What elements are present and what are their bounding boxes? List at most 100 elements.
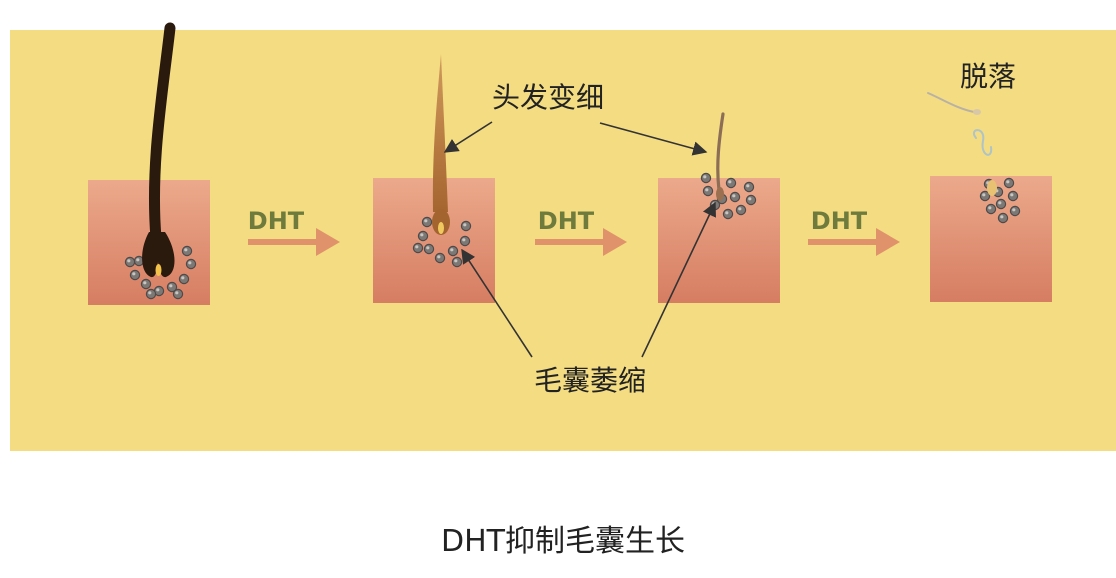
follicle-cell-highlight [156, 288, 160, 292]
follicle-cell [178, 273, 190, 285]
follicle-cell-highlight [132, 272, 136, 276]
follicle-cell [1009, 205, 1021, 217]
follicle-cell-highlight [988, 206, 992, 210]
follicle-cell-highlight [188, 261, 192, 265]
thick-hair-shaft [148, 22, 176, 244]
follicle-cell [460, 220, 472, 232]
miniaturized-hair-shaft [716, 112, 725, 192]
pointer-thinning-to-hair-2 [443, 121, 493, 153]
follicle-cell [417, 230, 429, 242]
follicle-cell-highlight [1010, 193, 1014, 197]
follicle-cell-highlight [148, 291, 152, 295]
follicle-cell-highlight [462, 238, 466, 242]
follicle-cell [421, 216, 433, 228]
follicle-cell [185, 258, 197, 270]
residual-papilla [987, 180, 997, 196]
falling-hair-root [973, 109, 981, 115]
arrow-shaft [808, 239, 878, 245]
follicle-cell-highlight [175, 291, 179, 295]
follicle-cell [451, 256, 463, 268]
follicle-cell-highlight [181, 276, 185, 280]
shed-hair [927, 92, 997, 196]
follicle-cell [702, 185, 714, 197]
follicle-cell [995, 198, 1007, 210]
follicle-cell [447, 245, 459, 257]
follicle-cell [412, 242, 424, 254]
dht-arrow-1: DHT [248, 207, 340, 256]
arrow-shaft [535, 239, 605, 245]
follicle-cell [700, 172, 712, 184]
follicle-cell [743, 181, 755, 193]
pointer-lines [443, 121, 716, 358]
thinning-hair [432, 54, 450, 235]
follicle-cell-highlight [420, 233, 424, 237]
miniaturized-hair [716, 112, 725, 201]
follicle-cell-highlight [143, 281, 147, 285]
follicle-cell-highlight [127, 259, 131, 263]
dht-label: DHT [248, 207, 305, 235]
arrow-head [603, 228, 627, 256]
follicle-cell-highlight [184, 248, 188, 252]
thinning-hair-shaft [432, 54, 448, 212]
follicle-cell-highlight [437, 255, 441, 259]
follicle-cell-highlight [1012, 208, 1016, 212]
follicle-cell-clusters [124, 172, 1021, 300]
follicle-cell-highlight [136, 258, 140, 262]
follicle-cell [735, 204, 747, 216]
follicle-cell [729, 191, 741, 203]
follicle-cell-highlight [426, 246, 430, 250]
dht-label: DHT [811, 207, 868, 235]
thick-hair [142, 22, 176, 278]
follicle-cell-highlight [463, 223, 467, 227]
follicle-cell-highlight [728, 180, 732, 184]
follicle-cell-highlight [415, 245, 419, 249]
skin-block-shed [930, 176, 1052, 302]
pointer-shrink-to-follicle-2 [461, 248, 533, 358]
follicle-cell [181, 245, 193, 257]
follicle-cell-highlight [748, 197, 752, 201]
follicle-cell [1003, 177, 1015, 189]
follicle-cell-highlight [450, 248, 454, 252]
follicle-cell [745, 194, 757, 206]
follicle-cell-highlight [424, 219, 428, 223]
dht-arrow-2: DHT [535, 207, 627, 256]
thinning-label: 头发变细 [492, 81, 604, 114]
follicle-cell [172, 288, 184, 300]
follicle-cell [985, 203, 997, 215]
arrow-head [876, 228, 900, 256]
follicle-cell [434, 252, 446, 264]
follicle-cell [997, 212, 1009, 224]
follicle-cell [423, 243, 435, 255]
follicle-cell [459, 235, 471, 247]
follicle-cell-highlight [1000, 215, 1004, 219]
follicle-cell-highlight [732, 194, 736, 198]
follicle-shrink-label: 毛囊萎缩 [534, 364, 646, 397]
follicle-cell [140, 278, 152, 290]
dermal-papilla [155, 264, 162, 276]
thick-hair-bulb [142, 232, 175, 278]
pointer-thinning-to-hair-3 [599, 122, 708, 156]
pointer-shrink-to-follicle-3 [641, 201, 716, 358]
follicle-cell-highlight [982, 193, 986, 197]
falling-hair-strand [927, 92, 975, 113]
follicle-cell-highlight [738, 207, 742, 211]
follicle-cell-highlight [725, 211, 729, 215]
follicle-cell-highlight [1006, 180, 1010, 184]
miniaturized-hair-bulb [716, 187, 724, 201]
arrow-head [316, 228, 340, 256]
figure-caption: DHT抑制毛囊生长 [441, 524, 685, 559]
follicle-cell [129, 269, 141, 281]
follicle-cell-highlight [169, 284, 173, 288]
follicle-cell [124, 256, 136, 268]
follicle-cell-highlight [705, 188, 709, 192]
follicle-cell [145, 288, 157, 300]
follicle-cell [725, 177, 737, 189]
follicle-cell-highlight [746, 184, 750, 188]
follicle-cell-highlight [998, 201, 1002, 205]
follicle-cell [722, 208, 734, 220]
dht-arrow-3: DHT [808, 207, 900, 256]
dht-label: DHT [538, 207, 595, 235]
shedding-label: 脱落 [960, 60, 1016, 93]
follicle-cell-highlight [454, 259, 458, 263]
follicle-cell [1007, 190, 1019, 202]
